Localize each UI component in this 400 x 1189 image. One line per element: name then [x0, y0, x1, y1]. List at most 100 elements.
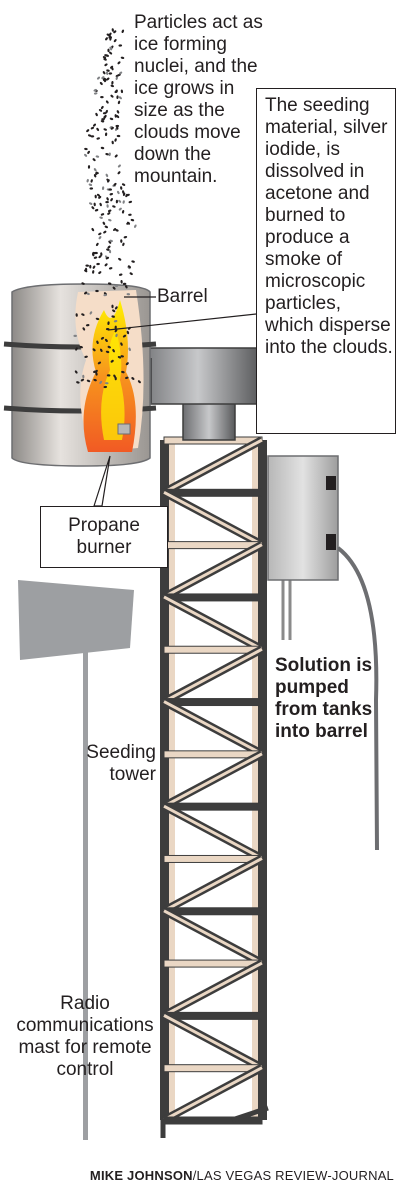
- smoke-particle: [114, 284, 119, 287]
- smoke-particle: [97, 361, 102, 365]
- smoke-particle: [84, 147, 88, 151]
- tower-crossbar: [163, 698, 263, 707]
- smoke-particle: [98, 109, 103, 112]
- smoke-particle: [99, 81, 103, 86]
- smoke-particle: [117, 61, 121, 65]
- smoke-particle: [120, 89, 124, 94]
- smoke-particle: [73, 334, 77, 338]
- smoke-particle: [92, 270, 95, 274]
- smoke-particle: [105, 71, 109, 75]
- mast-pole: [83, 650, 88, 1140]
- smoke-particle: [103, 58, 107, 61]
- smoke-particle: [105, 382, 109, 385]
- smoke-particle: [75, 347, 78, 351]
- smoke-particle: [108, 188, 112, 191]
- smoke-particle: [125, 376, 129, 379]
- smoke-particle: [115, 74, 119, 78]
- smoke-particle: [117, 356, 122, 359]
- smoke-particle: [98, 236, 102, 240]
- smoke-particle: [91, 227, 95, 232]
- smoke-particle: [86, 129, 90, 133]
- smoke-particle: [107, 345, 111, 349]
- smoke-particle: [111, 140, 114, 145]
- smoke-particle: [127, 265, 131, 269]
- smoke-particle: [118, 96, 122, 100]
- smoke-particle: [101, 118, 105, 121]
- smoke-particle: [117, 100, 121, 105]
- smoke-particle: [93, 168, 97, 172]
- smoke-particle: [93, 378, 97, 382]
- smoke-particle: [75, 313, 78, 317]
- tower-crossbar: [163, 802, 263, 811]
- tower-crossbar: [163, 1011, 263, 1020]
- smoke-particle: [114, 138, 117, 142]
- smoke-particle: [94, 251, 98, 255]
- smoke-particle: [96, 137, 100, 140]
- smoke-particle: [95, 372, 98, 376]
- tower-crossbar: [163, 541, 263, 550]
- smoke-particle: [126, 330, 130, 335]
- smoke-particle: [104, 338, 108, 342]
- smoke-particle: [110, 94, 114, 98]
- smoke-particle: [94, 208, 99, 212]
- smoke-particle: [81, 313, 85, 316]
- smoke-particle: [93, 174, 97, 178]
- smoke-particle: [108, 267, 113, 270]
- smoke-particle: [115, 76, 118, 80]
- smoke-particle: [112, 309, 116, 313]
- smoke-particle: [107, 48, 110, 53]
- barrel-drawing: [3, 283, 157, 467]
- tower-leg-left: [160, 440, 169, 1120]
- smoke-particle: [84, 153, 88, 157]
- smoke-particle: [109, 117, 114, 121]
- smoke-particle: [109, 239, 113, 243]
- smoke-particle: [86, 178, 89, 183]
- smoke-particle: [118, 207, 122, 211]
- tower-brace-highlight: [163, 752, 263, 808]
- smoke-particle: [110, 65, 114, 69]
- smoke-particle: [106, 374, 111, 377]
- tower-crossbar: [163, 1116, 263, 1125]
- smoke-particle: [95, 317, 100, 321]
- mast-antenna-panel: [18, 580, 134, 660]
- smoke-particle: [107, 212, 111, 215]
- smoke-particle: [105, 54, 109, 57]
- smoke-particle: [87, 134, 92, 137]
- smoke-particle: [87, 165, 91, 169]
- smoke-particle: [89, 264, 92, 269]
- smoke-particle: [115, 229, 119, 232]
- smoke-particle: [108, 72, 113, 75]
- credit-line: MIKE JOHNSON/LAS VEGAS REVIEW-JOURNAL: [0, 1168, 394, 1183]
- seeding-tower-label: Seeding tower: [86, 742, 156, 785]
- smoke-particle: [89, 187, 94, 190]
- barrel-label: Barrel: [157, 286, 208, 307]
- tower-brace-highlight: [163, 700, 263, 756]
- smoke-particle: [100, 105, 104, 110]
- smoke-particle: [108, 152, 111, 157]
- smoke-particle: [108, 32, 112, 36]
- tower-brace-highlight: [163, 909, 263, 965]
- seeding-material-label: The seeding material, silver iodide, is …: [265, 95, 393, 358]
- smoke-particle: [100, 252, 103, 256]
- smoke-particle: [122, 334, 127, 338]
- smoke-particle: [117, 171, 121, 175]
- particles-label: Particles act as ice forming nuclei, and…: [134, 12, 263, 187]
- smoke-particle: [96, 340, 99, 345]
- control-knob-2: [326, 534, 336, 550]
- smoke-particle: [125, 193, 128, 198]
- smoke-particle: [97, 76, 100, 80]
- smoke-particle: [94, 194, 97, 199]
- smoke-particle: [118, 71, 123, 75]
- smoke-particles: [73, 28, 141, 389]
- smoke-particle: [115, 199, 119, 204]
- tower-crossbar: [163, 907, 263, 916]
- smoke-particle: [120, 280, 123, 284]
- smoke-particle: [116, 115, 120, 119]
- smoke-particle: [122, 200, 125, 204]
- smoke-particle: [84, 267, 88, 272]
- smoke-particle: [102, 56, 107, 59]
- smoke-particle: [108, 35, 112, 39]
- propane-burner-label: Propane burner: [68, 515, 140, 558]
- smoke-particle: [104, 225, 108, 229]
